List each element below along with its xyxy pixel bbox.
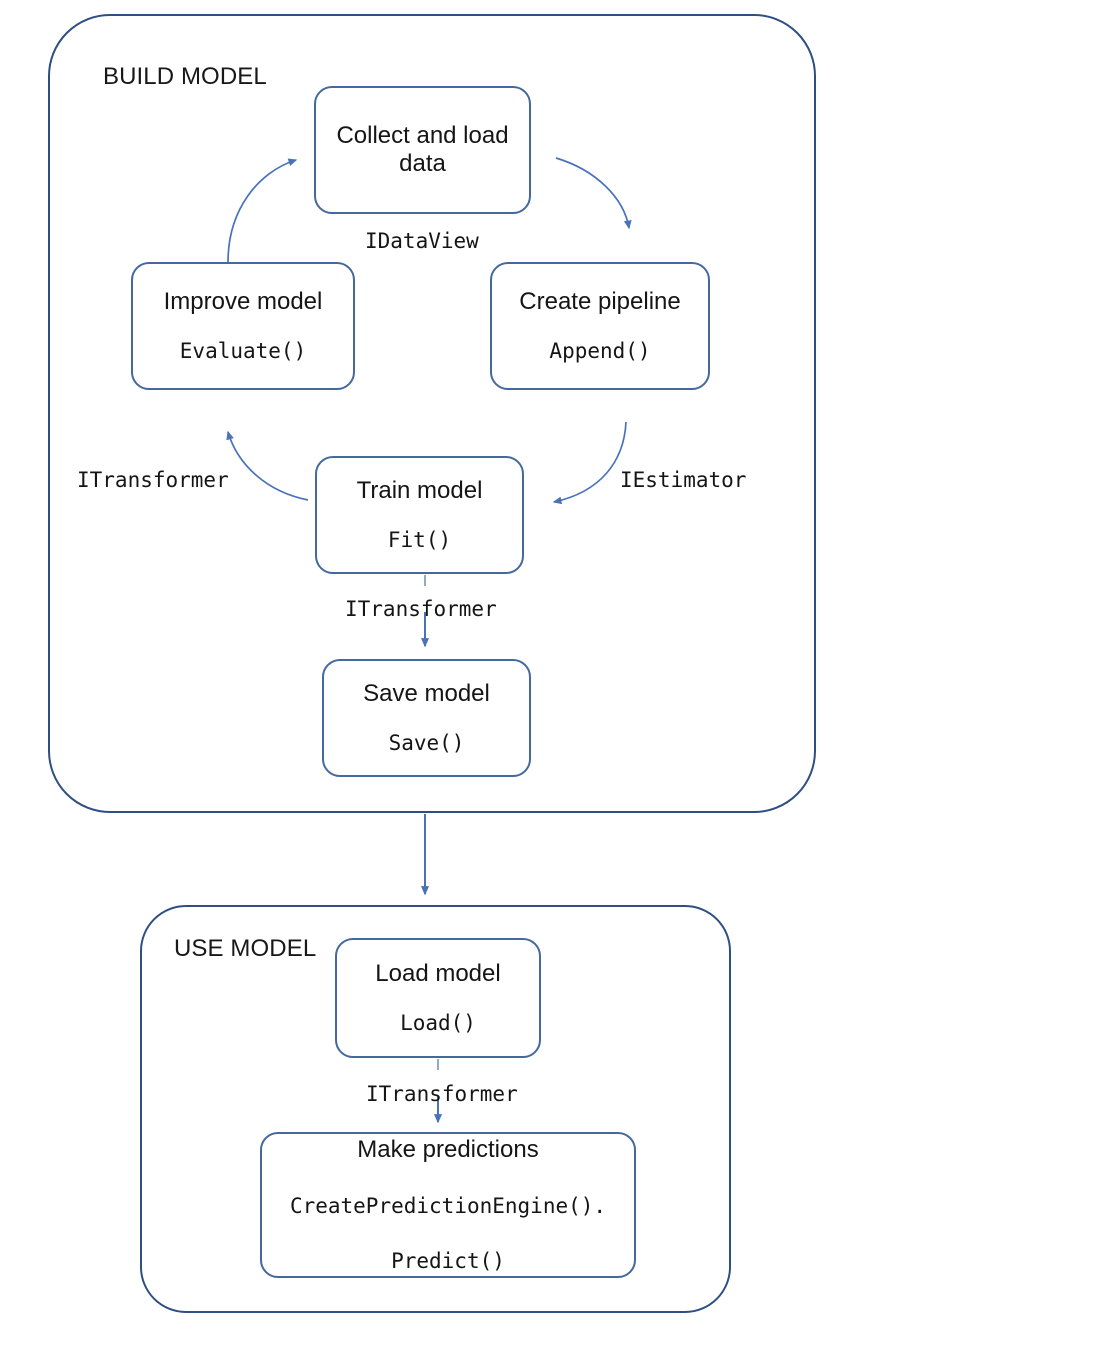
node-collect-title-line2: data bbox=[399, 150, 446, 177]
node-predict-api-line1: CreatePredictionEngine(). bbox=[289, 1193, 607, 1218]
arrow-collect-to-pipeline bbox=[555, 157, 632, 230]
node-collect-and-load-data[interactable]: Collect and load data bbox=[314, 86, 531, 214]
arrow-improve-to-collect bbox=[227, 158, 298, 263]
edge-label-itransformer-to-save: ITransformer bbox=[345, 597, 497, 621]
node-train-title: Train model bbox=[356, 477, 483, 505]
node-load-api: Load() bbox=[400, 1010, 476, 1035]
node-improve-api: Evaluate() bbox=[179, 338, 307, 363]
group-label-use-model: USE MODEL bbox=[174, 935, 317, 962]
node-load-title: Load model bbox=[375, 960, 501, 988]
node-pipeline-api: Append() bbox=[549, 338, 651, 363]
group-container-use-model bbox=[140, 905, 731, 1313]
node-predict-api-line2: Predict() bbox=[391, 1249, 505, 1274]
node-train-model[interactable]: Train model Fit() bbox=[315, 456, 524, 574]
arrow-train-to-improve bbox=[226, 430, 309, 501]
node-save-model[interactable]: Save model Save() bbox=[322, 659, 531, 777]
node-improve-model[interactable]: Improve model Evaluate() bbox=[131, 262, 355, 390]
node-predict-title: Make predictions bbox=[357, 1135, 539, 1163]
node-collect-title-line1: Collect and load bbox=[336, 121, 509, 149]
arrow-pipeline-to-train bbox=[552, 421, 627, 505]
node-make-predictions[interactable]: Make predictions CreatePredictionEngine(… bbox=[260, 1132, 636, 1278]
node-create-pipeline[interactable]: Create pipeline Append() bbox=[490, 262, 710, 390]
node-improve-title: Improve model bbox=[163, 288, 323, 316]
node-save-api: Save() bbox=[388, 730, 465, 755]
edge-label-idataview: IDataView bbox=[365, 229, 479, 253]
node-pipeline-title: Create pipeline bbox=[519, 288, 681, 316]
edge-label-iestimator: IEstimator bbox=[620, 468, 747, 492]
edge-label-itransformer-to-predict: ITransformer bbox=[366, 1082, 518, 1106]
node-train-api: Fit() bbox=[387, 527, 452, 552]
group-label-build-model: BUILD MODEL bbox=[103, 63, 267, 90]
group-container-build-model bbox=[48, 14, 816, 813]
edge-label-itransformer-to-improve: ITransformer bbox=[77, 468, 229, 492]
node-load-model[interactable]: Load model Load() bbox=[335, 938, 541, 1058]
node-save-title: Save model bbox=[363, 680, 490, 708]
